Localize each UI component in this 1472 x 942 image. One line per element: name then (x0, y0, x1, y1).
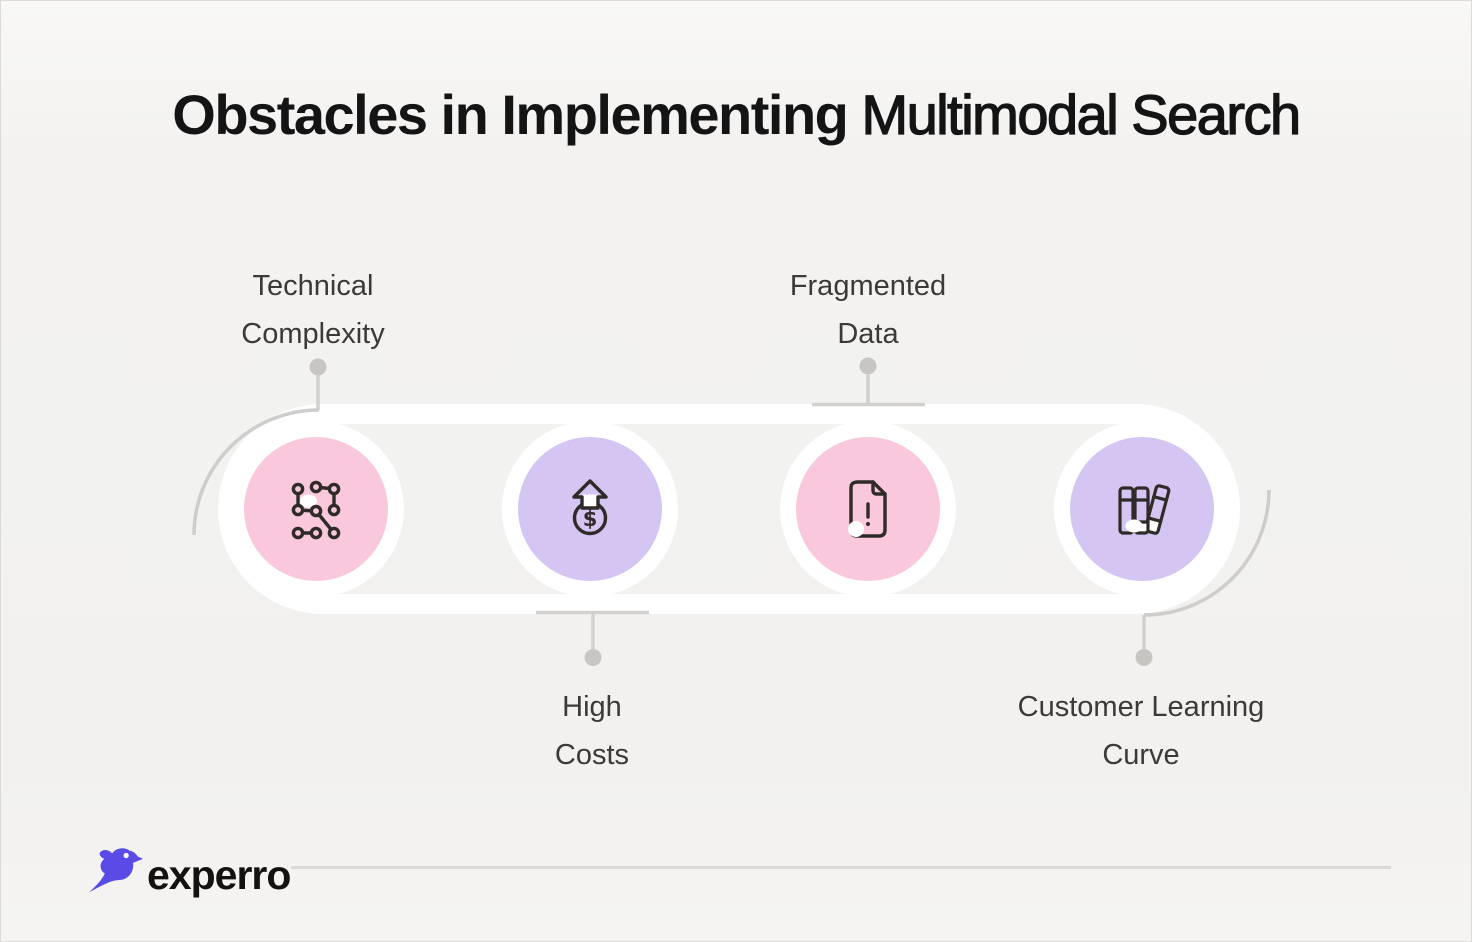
obstacle-circle-technical-complexity (244, 437, 388, 581)
label-line: Curve (1102, 739, 1180, 771)
footer-divider-line (291, 866, 1391, 869)
page-title-regular: Multimodal Search (847, 82, 1302, 146)
connector-customer-learning (1135, 489, 1271, 666)
connector-dot (309, 358, 327, 376)
page-title: Obstacles in Implementing Multimodal Sea… (0, 82, 1472, 147)
pattern-nodes-icon (291, 480, 341, 540)
logo-wordmark: experro (147, 851, 291, 898)
connector-technical-complexity (192, 358, 327, 536)
page-title-bold: Obstacles in Implementing (172, 83, 849, 146)
arrow-tail-fill (582, 494, 598, 508)
connector-arc (192, 408, 320, 536)
document-alert-icon (848, 480, 887, 538)
label-line: Fragmented (789, 270, 947, 302)
highlight-blob (848, 521, 864, 537)
obstacle-circle-customer-learning (1070, 437, 1214, 581)
connector-arc (1143, 489, 1271, 617)
connector-fragmented-data (812, 357, 925, 407)
bird-logo-icon (88, 848, 144, 893)
rising-cost-icon: $ (572, 479, 608, 536)
books-icon (1118, 484, 1171, 535)
bird-eye (123, 852, 129, 859)
highlight-blob (300, 494, 317, 508)
label-fragmented-data: Fragmented Data (668, 262, 1068, 358)
experro-logo: experro (86, 841, 291, 899)
obstacle-circle-high-costs: $ (518, 437, 662, 581)
label-customer-learning-curve: Customer Learning Curve (941, 683, 1341, 779)
label-line: Complexity (241, 318, 385, 350)
obstacle-circle-fragmented-data (796, 437, 940, 581)
dollar-symbol: $ (583, 507, 598, 531)
label-line: Costs (554, 739, 630, 771)
connector-dot (859, 357, 877, 375)
label-technical-complexity: Technical Complexity (113, 262, 513, 358)
connector-high-costs (536, 610, 649, 666)
highlight-blob (1125, 519, 1143, 533)
label-high-costs: High Costs (392, 683, 792, 779)
label-line: Customer Learning (1017, 691, 1265, 723)
label-line: High (562, 691, 622, 723)
stadium-band (218, 404, 1240, 614)
label-line: Technical (252, 270, 374, 302)
connector-dot (1135, 649, 1153, 666)
label-line: Data (837, 318, 899, 350)
bird-beak (131, 854, 144, 864)
connector-dot (584, 649, 602, 666)
